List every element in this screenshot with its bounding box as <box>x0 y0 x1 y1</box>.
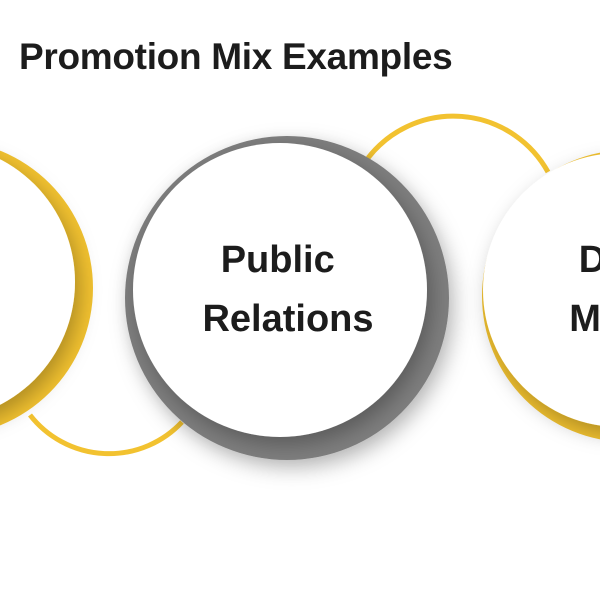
node-left-face <box>0 159 75 405</box>
node-left: ing <box>0 150 93 426</box>
node-center-line-1: Public <box>221 239 335 281</box>
node-center-line-2: Relations <box>202 298 373 340</box>
node-right-label: Di Mar <box>569 239 600 340</box>
node-center: Public Relations <box>125 136 449 460</box>
connector-arc-right <box>366 113 551 174</box>
page-title: Promotion Mix Examples <box>19 36 453 77</box>
connector-arc-left <box>28 413 184 457</box>
node-right-line-1: Di <box>579 239 600 281</box>
node-right: Di Mar <box>482 152 600 440</box>
node-center-label: Public Relations <box>202 239 373 340</box>
node-center-face <box>133 143 427 437</box>
node-right-face <box>483 154 600 426</box>
node-right-line-2: Mar <box>569 298 600 340</box>
